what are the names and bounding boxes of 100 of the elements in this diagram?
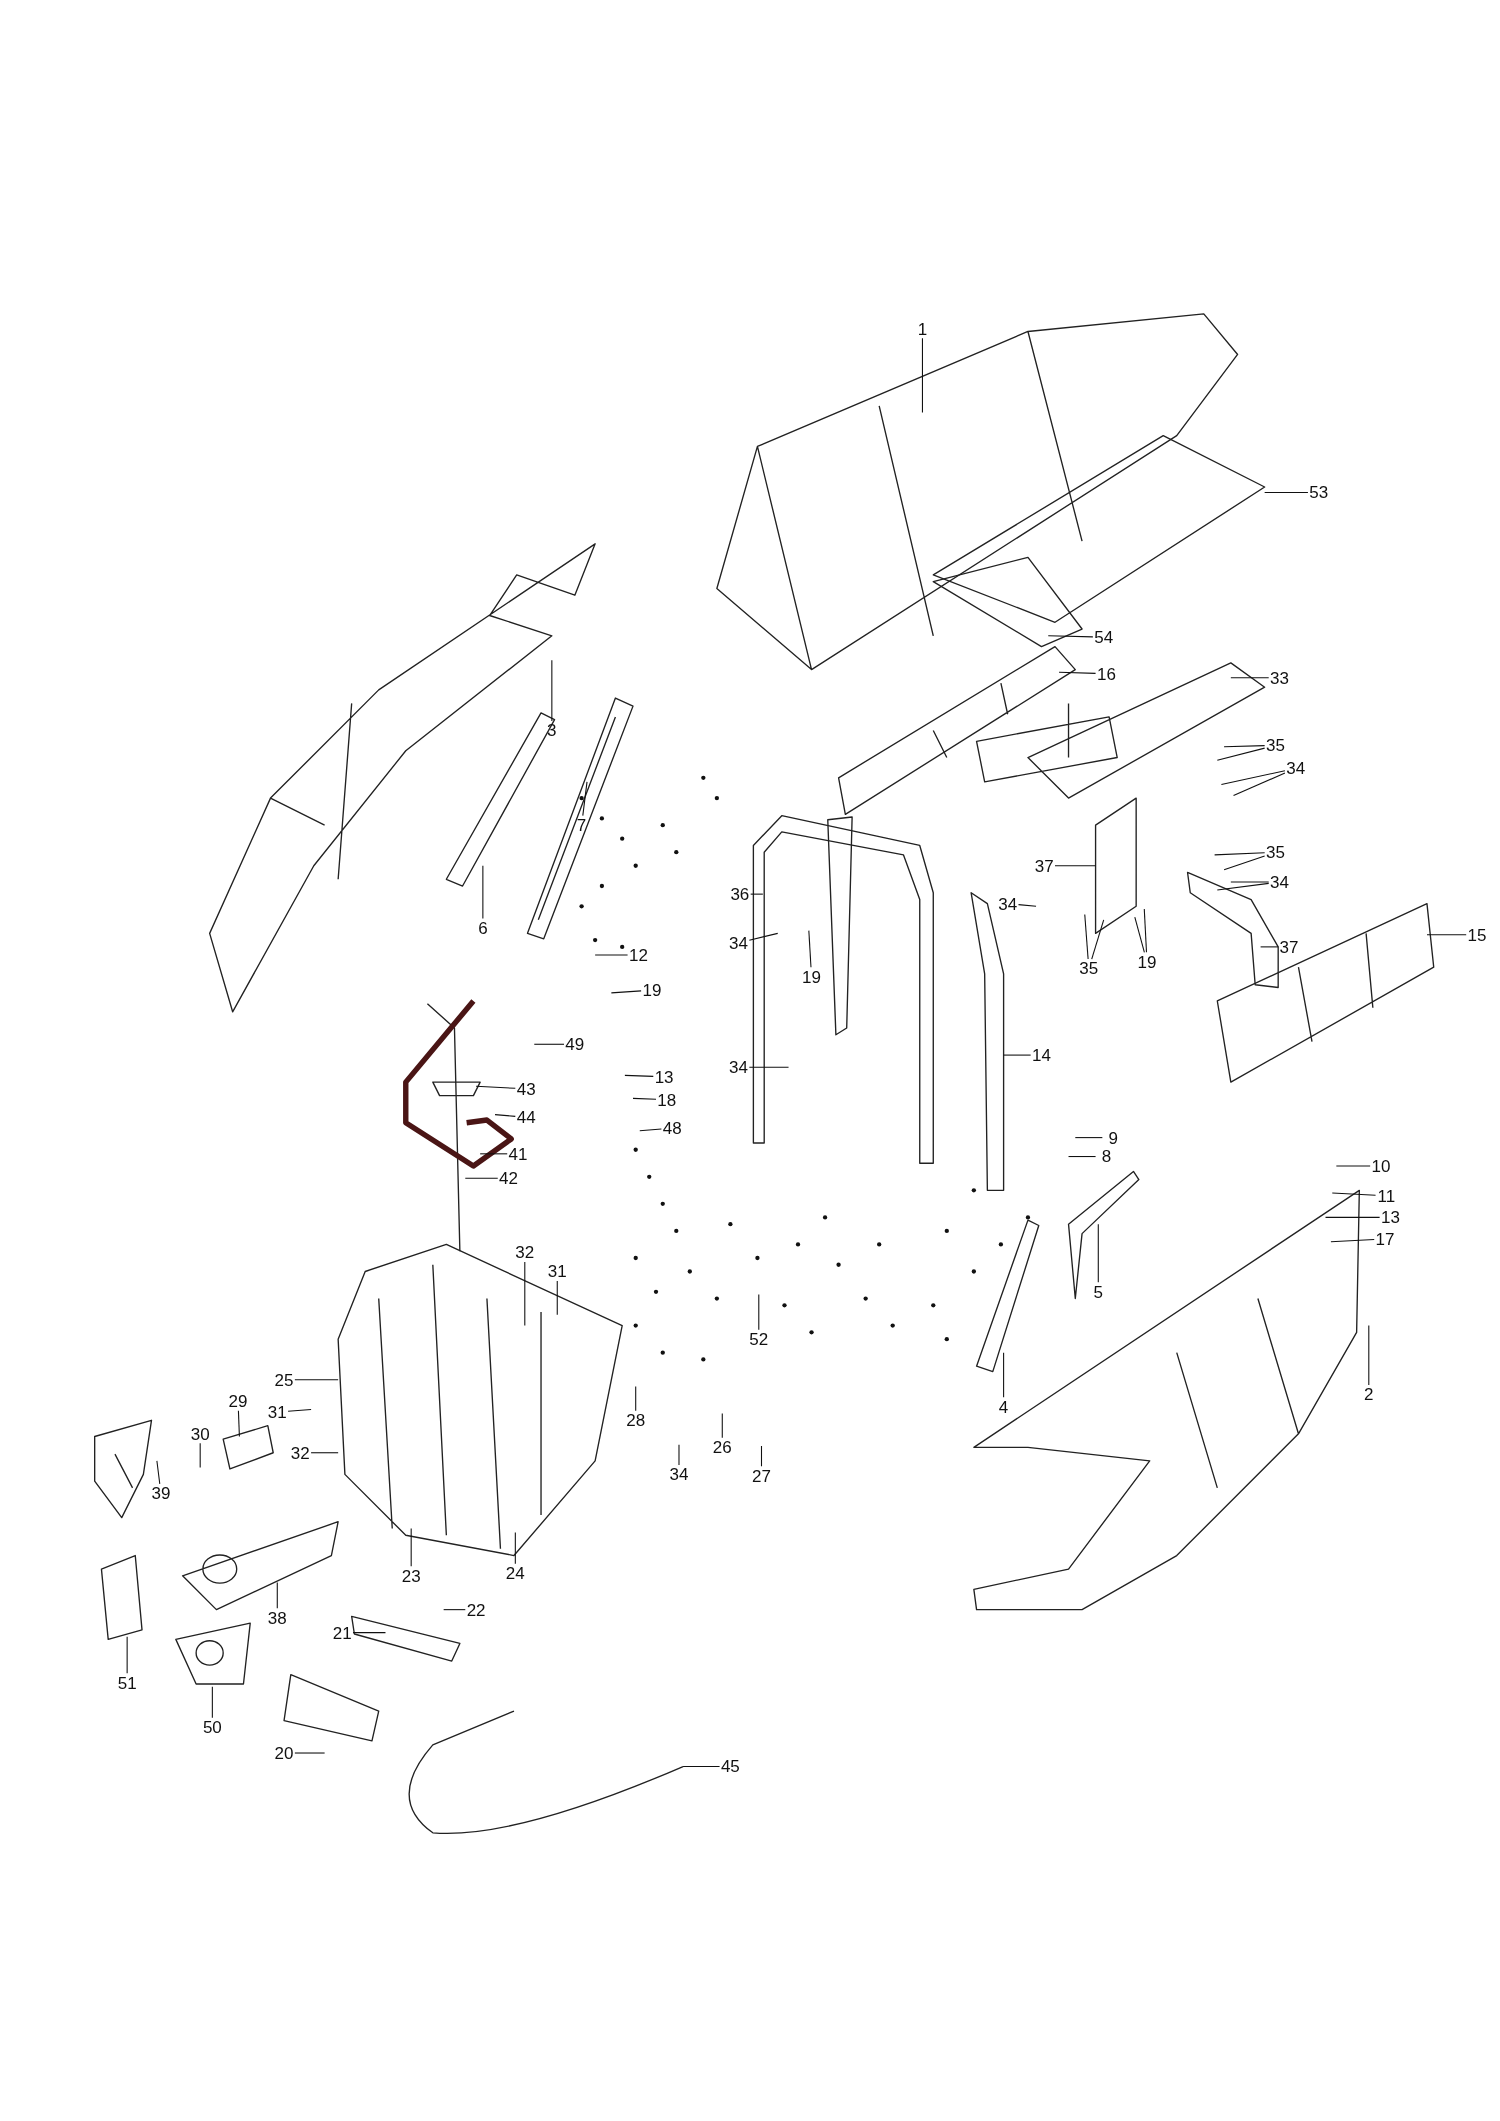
- leader-line: [1058, 671, 1097, 674]
- leader-line: [551, 659, 553, 722]
- leader-line: [1264, 491, 1309, 493]
- callout-number: 39: [151, 1484, 171, 1502]
- callout-number: 37: [1279, 938, 1299, 956]
- leader-line: [1335, 1165, 1371, 1167]
- callout-number: 11: [1377, 1187, 1396, 1205]
- callout-number: 15: [1467, 926, 1487, 944]
- leader-line: [594, 954, 629, 956]
- callout-number: 32: [515, 1243, 535, 1261]
- callout-number: 30: [190, 1425, 210, 1443]
- callout-number: 13: [1381, 1208, 1400, 1226]
- leader-line: [921, 337, 923, 414]
- leader-line: [294, 1752, 326, 1754]
- leader-line: [610, 990, 642, 994]
- leader-line: [294, 1379, 339, 1381]
- leader-line: [1068, 1156, 1097, 1158]
- leader-line: [556, 1280, 558, 1316]
- callout-number: 49: [565, 1035, 585, 1053]
- callout-number: 3: [547, 721, 557, 739]
- leader-line: [276, 1582, 278, 1609]
- callout-number: 16: [1096, 665, 1116, 683]
- callout-number: 31: [267, 1403, 287, 1421]
- leader-line: [808, 930, 812, 968]
- leader-line: [1091, 919, 1105, 960]
- leader-line: [1220, 770, 1286, 786]
- callout-number: 34: [998, 895, 1018, 912]
- leader-line: [1330, 1239, 1375, 1243]
- callout-number: 19: [1137, 953, 1157, 971]
- callout-number: 28: [626, 1411, 646, 1429]
- leader-line: [1003, 1054, 1032, 1056]
- callout-number: 34: [1270, 873, 1289, 891]
- leader-line: [443, 1609, 466, 1611]
- callout-number: 36: [730, 885, 750, 903]
- leader-line: [760, 1445, 763, 1467]
- callout-number: 38: [267, 1609, 287, 1627]
- leader-line: [748, 1066, 790, 1068]
- callout-number: 13: [654, 1068, 674, 1086]
- callout-number: 34: [729, 1058, 748, 1076]
- leader-line: [287, 1408, 312, 1412]
- callout-number: 20: [274, 1744, 294, 1762]
- leader-line: [1260, 946, 1279, 948]
- callout-number: 4: [998, 1398, 1009, 1416]
- callout-number: 10: [1371, 1157, 1391, 1175]
- leader-line: [475, 1085, 516, 1089]
- callout-number: 50: [202, 1718, 222, 1736]
- leader-line: [126, 1636, 128, 1674]
- callout-number: 9: [1108, 1129, 1118, 1146]
- callout-number: 7: [576, 816, 587, 834]
- leader-line: [1230, 677, 1270, 679]
- leader-line: [310, 1452, 339, 1454]
- leader-line: [464, 1177, 499, 1179]
- callout-number: 27: [752, 1467, 771, 1485]
- leader-line: [1223, 745, 1266, 748]
- leader-line: [1134, 916, 1145, 953]
- leader-line: [750, 893, 764, 895]
- callout-number: 1: [917, 320, 928, 338]
- callout-number: 35: [1266, 736, 1285, 754]
- callout-number: 48: [662, 1119, 682, 1137]
- leader-line: [678, 1444, 680, 1466]
- leader-line: [352, 1632, 387, 1634]
- callout-number: 5: [1093, 1283, 1103, 1301]
- callout-number: 53: [1309, 483, 1329, 501]
- leader-line: [632, 1097, 657, 1100]
- leader-line: [682, 1766, 721, 1768]
- leader-line: [1017, 904, 1037, 907]
- callout-number: 18: [657, 1091, 677, 1109]
- callout-number: 54: [1094, 628, 1114, 646]
- leader-line: [1230, 881, 1270, 883]
- leader-line: [1047, 635, 1094, 638]
- callout-number: 22: [466, 1601, 486, 1619]
- leader-line: [1216, 747, 1266, 761]
- leader-line: [1097, 1223, 1099, 1283]
- leader-line: [1084, 913, 1089, 960]
- leader-line: [1214, 852, 1266, 856]
- callout-number: 32: [290, 1444, 310, 1462]
- callout-number: 37: [1034, 857, 1054, 875]
- leader-line: [524, 1261, 526, 1327]
- leader-line: [482, 865, 484, 919]
- leader-line: [237, 1410, 240, 1438]
- leader-line: [721, 1413, 723, 1439]
- callout-number: 42: [499, 1169, 518, 1187]
- leader-line: [494, 1114, 516, 1117]
- leader-line: [1003, 1352, 1005, 1398]
- leader-line: [199, 1442, 201, 1469]
- leader-line: [1143, 908, 1148, 953]
- leader-line: [479, 1153, 508, 1155]
- callout-number: 45: [720, 1757, 740, 1775]
- callout-number: 44: [516, 1108, 536, 1126]
- leader-line: [533, 1043, 565, 1045]
- callout-number: 51: [117, 1674, 137, 1692]
- callout-number: 23: [401, 1567, 421, 1585]
- callout-number: 6: [478, 919, 488, 937]
- leader-line: [211, 1686, 213, 1719]
- callout-number: 31: [547, 1262, 567, 1280]
- callout-number: 17: [1375, 1230, 1395, 1248]
- leader-line: [1233, 772, 1286, 796]
- callout-number: 52: [749, 1330, 769, 1348]
- callout-number: 19: [802, 968, 821, 986]
- leader-line: [1074, 1137, 1103, 1139]
